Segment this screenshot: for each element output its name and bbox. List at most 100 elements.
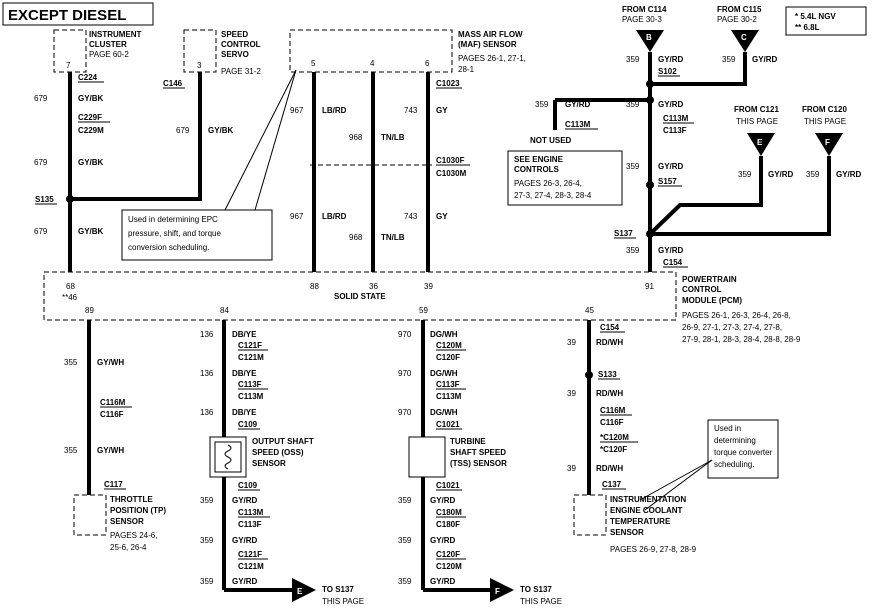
svg-text:FROM C115: FROM C115 [717,5,762,14]
svg-text:26-9, 27-1, 27-3, 27-4, 27-8,: 26-9, 27-1, 27-3, 27-4, 27-8, [682,323,782,332]
svg-text:TO S137: TO S137 [520,585,552,594]
svg-text:GY/RD: GY/RD [232,577,258,586]
svg-text:PAGE 31-2: PAGE 31-2 [221,67,261,76]
tp-sensor-box [73,494,107,536]
svg-text:88: 88 [310,282,319,291]
svg-text:*C120F: *C120F [600,445,627,454]
svg-text:59: 59 [419,306,428,315]
svg-text:39: 39 [567,338,576,347]
svg-text:359: 359 [398,536,412,545]
svg-text:(TSS) SENSOR: (TSS) SENSOR [450,459,507,468]
svg-text:25-6, 26-4: 25-6, 26-4 [110,543,147,552]
svg-text:SENSOR: SENSOR [610,528,644,537]
svg-text:pressure, shift, and torque: pressure, shift, and torque [128,229,221,238]
svg-text:GY/RD: GY/RD [430,577,456,586]
svg-text:355: 355 [64,358,78,367]
svg-text:359: 359 [806,170,820,179]
svg-text:GY: GY [436,106,448,115]
svg-text:PAGES 26-3, 26-4,: PAGES 26-3, 26-4, [514,179,582,188]
svg-text:C1021: C1021 [436,481,460,490]
svg-text:GY/RD: GY/RD [658,55,684,64]
svg-text:Used in determining EPC: Used in determining EPC [128,215,218,224]
svg-text:3: 3 [197,61,202,70]
svg-text:DB/YE: DB/YE [232,369,257,378]
svg-text:RD/WH: RD/WH [596,389,623,398]
svg-text:DG/WH: DG/WH [430,408,458,417]
svg-text:968: 968 [349,133,363,142]
svg-text:POSITION (TP): POSITION (TP) [110,506,166,515]
conn-c1030m: C1030M [436,169,467,178]
svg-text:SEE ENGINE: SEE ENGINE [514,155,564,164]
svg-text:679: 679 [34,94,48,103]
svg-text:968: 968 [349,233,363,242]
svg-text:LB/RD: LB/RD [322,106,347,115]
svg-text:GY/RD: GY/RD [752,55,778,64]
svg-text:6: 6 [425,59,430,68]
svg-text:C180F: C180F [436,520,460,529]
svg-text:GY/RD: GY/RD [430,496,456,505]
svg-text:DB/YE: DB/YE [232,330,257,339]
instrument-cluster-page: PAGE 60-2 [89,50,129,59]
svg-text:GY: GY [436,212,448,221]
svg-text:GY/WH: GY/WH [97,358,124,367]
svg-text:PAGE 30-3: PAGE 30-3 [622,15,662,24]
wire-359-from-e [648,203,763,236]
svg-text:PAGES 26-9, 27-8, 28-9: PAGES 26-9, 27-8, 28-9 [610,545,697,554]
conn-c1030f: C1030F [436,156,465,165]
svg-text:THROTTLE: THROTTLE [110,495,153,504]
svg-text:136: 136 [200,330,214,339]
svg-text:determining: determining [714,436,756,445]
svg-text:679: 679 [176,126,190,135]
diagram-title: EXCEPT DIESEL [8,7,126,24]
svg-text:GY/BK: GY/BK [78,158,104,167]
svg-text:C113M: C113M [238,392,264,401]
svg-text:GY/BK: GY/BK [78,227,104,236]
svg-text:OUTPUT SHAFT: OUTPUT SHAFT [252,437,314,446]
feed-e-marker [747,133,775,156]
svg-text:GY/RD: GY/RD [430,536,456,545]
feed-f-marker [815,133,843,156]
svg-text:970: 970 [398,369,412,378]
splice-s102 [646,80,654,88]
feed-c-marker [731,30,759,52]
svg-text:(MAF) SENSOR: (MAF) SENSOR [458,40,517,49]
svg-text:68: 68 [66,282,75,291]
svg-text:LB/RD: LB/RD [322,212,347,221]
svg-text:39: 39 [567,389,576,398]
svg-text:359: 359 [200,496,214,505]
svg-text:967: 967 [290,106,304,115]
svg-text:C120M: C120M [436,562,462,571]
conn-s102: S102 [658,67,677,76]
conn-c224: C224 [78,73,98,82]
svg-text:GY/RD: GY/RD [658,162,684,171]
to-f-arrow [490,578,514,602]
tss-sensor-box [408,436,446,478]
svg-text:136: 136 [200,369,214,378]
svg-text:C120M: C120M [436,341,462,350]
svg-text:39: 39 [567,464,576,473]
svg-text:FROM C121: FROM C121 [734,105,779,114]
svg-text:359: 359 [535,100,549,109]
svg-text:C: C [741,33,747,42]
svg-text:ENGINE COOLANT: ENGINE COOLANT [610,506,683,515]
svg-text:conversion scheduling.: conversion scheduling. [128,243,209,252]
conn-c1023: C1023 [436,79,460,88]
svg-text:DG/WH: DG/WH [430,369,458,378]
svg-text:359: 359 [738,170,752,179]
pcm-box [43,271,677,321]
svg-text:970: 970 [398,330,412,339]
svg-text:970: 970 [398,408,412,417]
svg-text:CONTROLS: CONTROLS [514,165,560,174]
svg-text:S133: S133 [598,370,617,379]
svg-text:359: 359 [626,100,640,109]
svg-text:THIS PAGE: THIS PAGE [804,117,846,126]
svg-text:TEMPERATURE: TEMPERATURE [610,517,671,526]
svg-text:C116F: C116F [100,410,124,419]
svg-text:89: 89 [85,306,94,315]
svg-text:743: 743 [404,212,418,221]
svg-text:C109: C109 [238,420,258,429]
svg-text:SERVO: SERVO [221,50,249,59]
svg-text:C113M: C113M [663,114,689,123]
instrument-cluster-name-1: INSTRUMENT [89,30,142,39]
